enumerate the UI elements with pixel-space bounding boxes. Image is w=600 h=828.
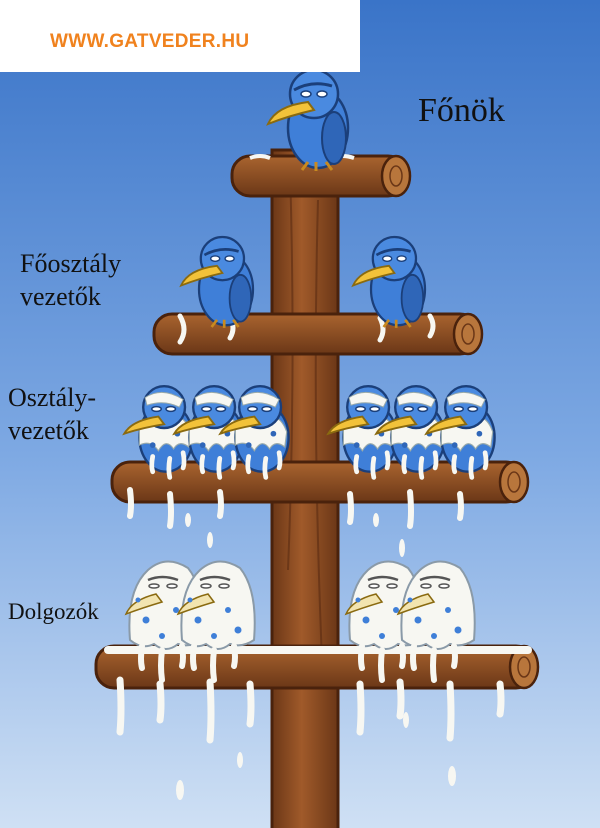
label-section-heads-line2: vezetők xyxy=(8,415,89,445)
crossbar-second xyxy=(152,312,484,356)
falling-droppings xyxy=(176,513,456,800)
label-department-heads: Főosztály vezetők xyxy=(20,248,121,313)
watermark-text: WWW.GATVEDER.HU xyxy=(50,31,250,52)
label-department-heads-line1: Főosztály xyxy=(20,249,122,278)
label-section-heads-line1: Osztály- xyxy=(8,383,97,412)
label-boss: Főnök xyxy=(418,92,505,129)
crossbar-top xyxy=(230,154,412,198)
label-workers: Dolgozók xyxy=(8,599,99,624)
label-department-heads-line2: vezetők xyxy=(20,281,101,311)
label-section-heads: Osztály- vezetők xyxy=(8,382,96,447)
watermark-panel: WWW.GATVEDER.HU xyxy=(0,0,360,72)
crossbar-bottom xyxy=(94,644,540,744)
